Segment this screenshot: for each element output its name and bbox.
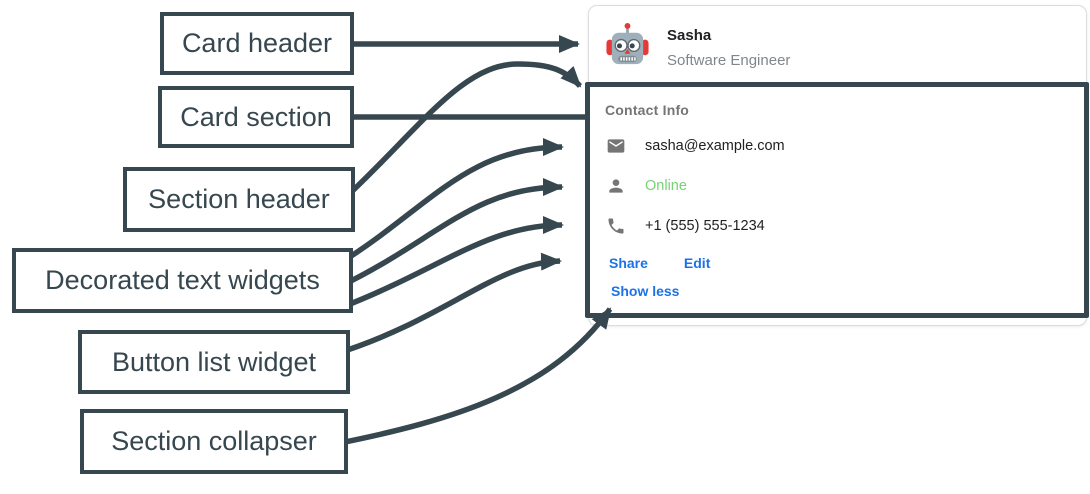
phone-icon bbox=[608, 218, 624, 234]
decorated-text-phone: +1 (555) 555-1234 bbox=[606, 216, 765, 236]
person-icon bbox=[609, 179, 623, 193]
email-text: sasha@example.com bbox=[645, 138, 785, 154]
label-section-collapser: Section collapser bbox=[80, 409, 348, 474]
arrow-decorated-phone bbox=[343, 216, 564, 309]
arrow-section-header bbox=[343, 61, 583, 201]
email-icon bbox=[607, 139, 625, 153]
card-header: Sasha Software Engineer bbox=[589, 6, 1086, 84]
phone-text: +1 (555) 555-1234 bbox=[645, 218, 765, 234]
section-collapser-button[interactable]: Show less bbox=[611, 283, 680, 299]
label-decorated-text-widgets: Decorated text widgets bbox=[12, 248, 353, 313]
contact-card: Sasha Software Engineer Contact Info sas… bbox=[588, 5, 1087, 326]
arrow-decorated-email bbox=[343, 138, 564, 263]
edit-button[interactable]: Edit bbox=[683, 255, 711, 271]
label-card-section: Card section bbox=[158, 86, 354, 148]
label-card-header: Card header bbox=[160, 12, 354, 75]
status-text: Online bbox=[645, 178, 687, 194]
decorated-text-email: sasha@example.com bbox=[606, 136, 785, 156]
arrow-section-collapser bbox=[334, 307, 613, 447]
card-title: Sasha bbox=[667, 27, 712, 44]
arrow-button-list bbox=[334, 252, 562, 357]
arrow-decorated-online bbox=[343, 178, 564, 287]
share-button[interactable]: Share bbox=[609, 255, 648, 271]
robot-avatar-icon bbox=[606, 22, 649, 65]
button-list: Share Edit bbox=[609, 255, 710, 271]
section-header: Contact Info bbox=[605, 102, 690, 118]
label-section-header: Section header bbox=[123, 167, 355, 232]
decorated-text-status: Online bbox=[606, 176, 687, 196]
card-subtitle: Software Engineer bbox=[667, 52, 791, 69]
label-button-list-widget: Button list widget bbox=[78, 330, 350, 394]
